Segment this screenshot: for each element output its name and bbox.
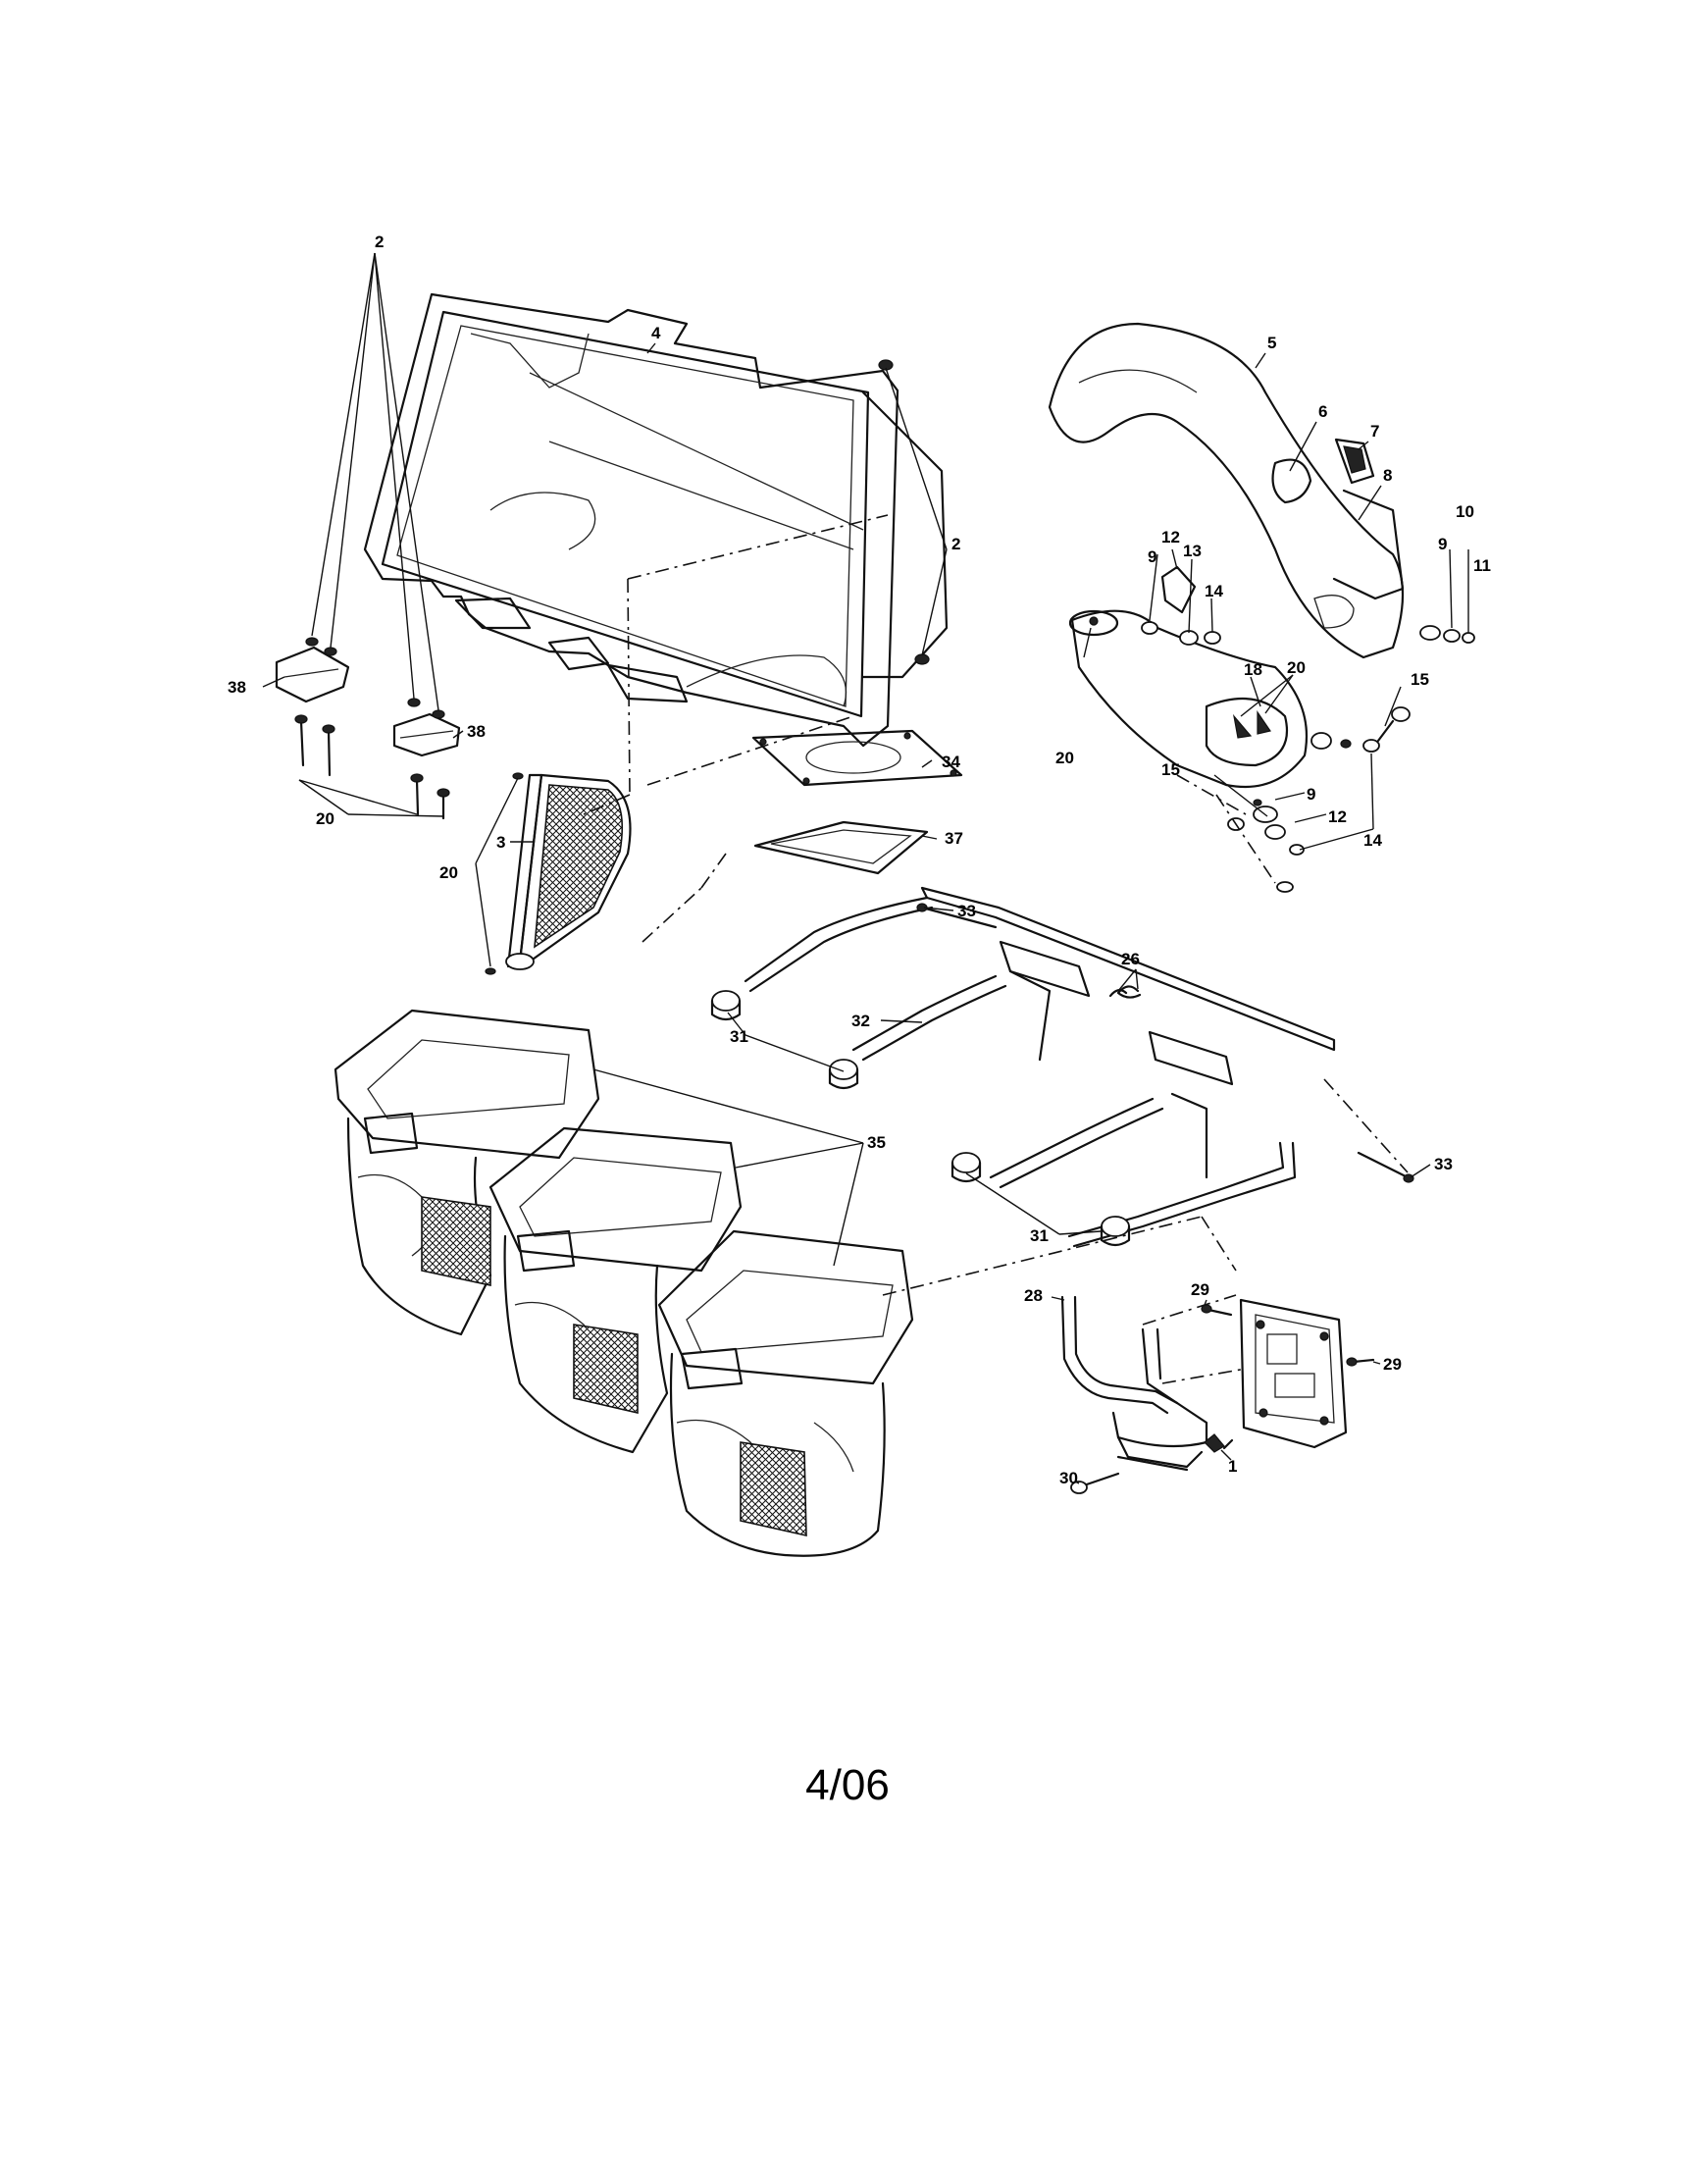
hardware-bolts [294,714,450,820]
callout-3: 3 [496,833,505,852]
callout-30: 30 [1059,1469,1078,1487]
hinge-bracket-left [275,646,461,757]
mesh-screen-assembly [485,772,632,975]
discharge-chute-tube [1048,322,1405,659]
callout-29: 29 [1383,1355,1402,1374]
page-number: 4/06 [805,1761,890,1809]
callout-20: 20 [1287,658,1306,677]
bagger-top-housing [363,292,949,748]
callout-15: 15 [1161,760,1180,779]
alignment-lines [583,514,1409,1384]
frame-axle-rods [916,903,1414,1183]
frame-end-caps [710,990,1131,1247]
leader-lines [262,252,1431,1484]
callout-15: 15 [1411,670,1429,689]
callout-33: 33 [1434,1155,1453,1173]
callout-2: 2 [951,535,960,553]
callout-14: 14 [1205,582,1223,600]
callout-34: 34 [942,753,960,771]
callout-18: 18 [1244,660,1262,679]
callout-8: 8 [1383,466,1392,485]
callout-1: 1 [1228,1457,1237,1476]
callout-31: 31 [1030,1226,1049,1245]
callout-37: 37 [945,829,963,848]
callout-9: 9 [1307,785,1315,804]
callout-38: 38 [228,678,246,697]
mounting-bracket-tube [1060,1295,1208,1472]
callout-9: 9 [1438,535,1447,553]
washers-hardware-right [1141,621,1411,893]
callout-14: 14 [1363,831,1382,850]
callout-11: 11 [1473,556,1491,575]
hinge-pin-hardware-right [1419,548,1475,644]
callout-labels: 4 2 2 38 38 20 20 3 34 37 5 6 7 8 10 9 1… [228,233,1491,1487]
callout-26: 26 [1121,950,1140,968]
callout-20: 20 [439,863,458,882]
callout-35: 35 [867,1133,886,1152]
callout-5: 5 [1267,334,1276,352]
callout-2: 2 [375,233,384,251]
chute-latch-parts [1271,438,1405,629]
mounting-plate [1239,1298,1348,1449]
grass-catcher-bag-3 [657,1229,914,1557]
callout-28: 28 [1024,1286,1043,1305]
grass-catcher-bag-2 [488,1126,743,1454]
callout-10: 10 [1456,502,1474,521]
grass-catcher-bag-1 [334,1009,600,1336]
callout-33: 33 [957,902,976,920]
callout-20: 20 [316,809,334,828]
mounting-bolts [1070,1304,1375,1494]
callout-7: 7 [1370,422,1379,441]
callout-4: 4 [651,324,661,342]
callout-6: 6 [1318,402,1327,421]
hinge-housing [1068,565,1309,789]
callout-32: 32 [851,1012,870,1030]
callout-31: 31 [730,1027,748,1046]
callout-20: 20 [1055,749,1074,767]
callout-9: 9 [1148,547,1156,566]
callout-29: 29 [1191,1280,1209,1299]
gasket-plate [751,729,963,787]
callout-12: 12 [1161,528,1180,546]
callout-38: 38 [467,722,486,741]
gasket-frame [753,820,929,875]
callout-13: 13 [1183,542,1202,560]
callout-12: 12 [1328,807,1347,826]
